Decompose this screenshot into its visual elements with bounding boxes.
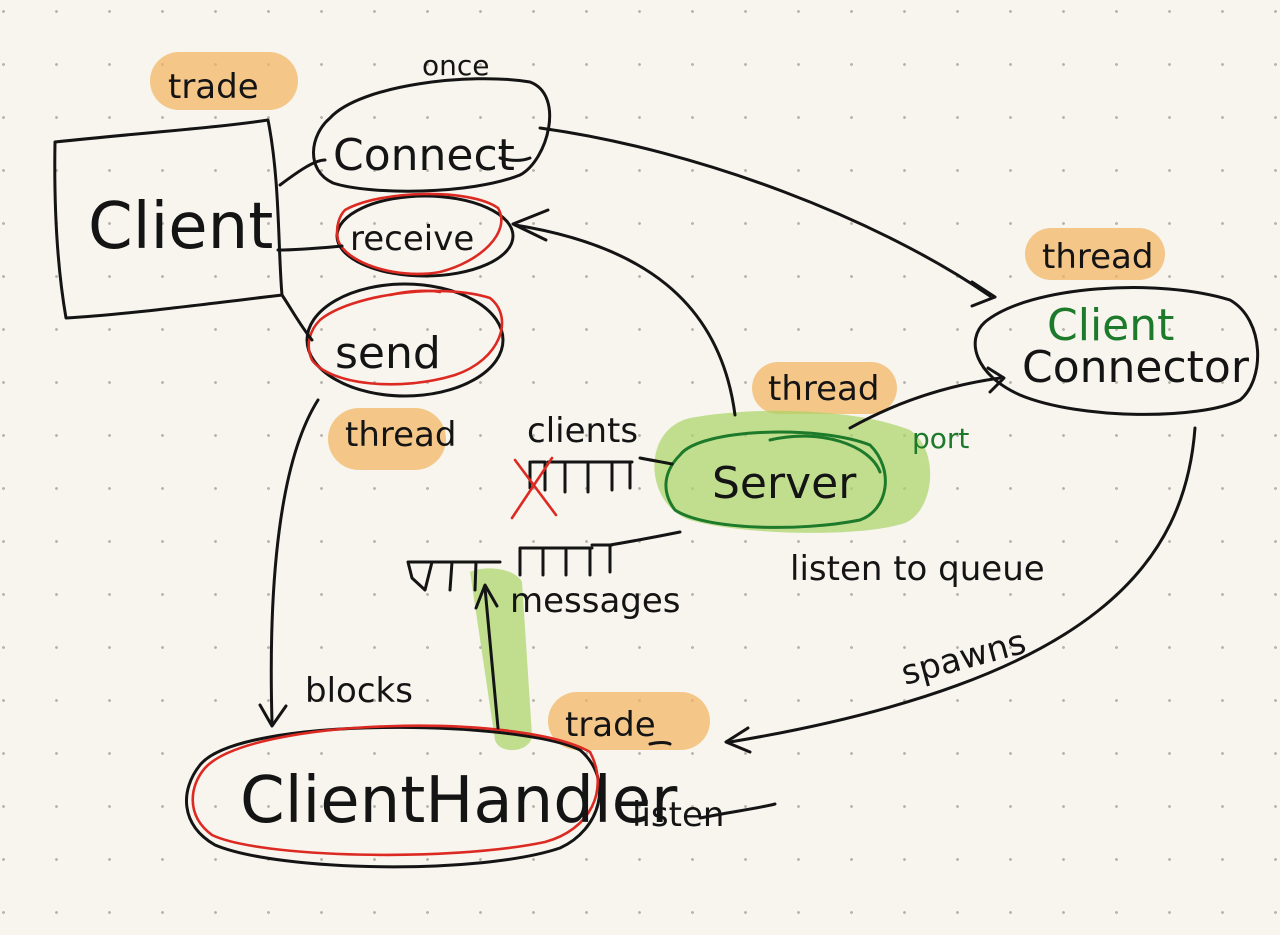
client-connector-ellipse [973, 286, 1260, 416]
client-connector-bottom-label: Connector [1022, 342, 1250, 393]
thread-connector-highlight [1025, 228, 1165, 280]
listen-tail [698, 802, 777, 820]
connect-to-connector-arrow [538, 126, 992, 298]
server-green-circle [664, 430, 887, 529]
trade-client-highlight [150, 52, 298, 110]
thread-send-highlight [328, 408, 446, 470]
connect-ellipse [312, 77, 552, 193]
trade-handler-highlight [548, 692, 710, 750]
thread-send-label: thread [345, 415, 456, 455]
handler-to-messages-arrowhead [474, 583, 499, 610]
send-label: send [335, 328, 441, 379]
send-to-handler-arrowhead [258, 703, 288, 728]
node-shapes [53, 77, 1260, 869]
messages-to-server-line [608, 530, 682, 547]
client-handler-label: ClientHandler [240, 764, 678, 838]
server-label: Server [712, 458, 857, 509]
messages-queue [406, 543, 614, 592]
connector-to-handler-arrow [728, 426, 1197, 744]
receive-red-circle [335, 192, 503, 276]
node-labels: Client Connect receive send Server Clien… [88, 130, 1250, 838]
receive-label: receive [350, 219, 474, 259]
server-to-connector-arrowhead [986, 366, 1006, 394]
clients-queue [528, 460, 634, 494]
trade-client-label: trade [168, 67, 259, 107]
server-green-inner-stroke [768, 434, 882, 474]
once-label: once [422, 49, 490, 82]
server-to-connector-line [848, 376, 1002, 430]
server-to-receive-arrow [513, 223, 737, 417]
client-receive-line [276, 244, 344, 252]
connect-label: Connect [333, 130, 515, 181]
messages-green-highlight [470, 568, 532, 751]
connector-to-handler-arrowhead [724, 726, 752, 754]
thread-connector-label: thread [1042, 237, 1153, 277]
connect-underline [498, 156, 532, 162]
listen-label: listen [632, 795, 724, 835]
clients-queue-red-x [510, 456, 558, 520]
thread-server-highlight [752, 362, 897, 414]
trade-dash [648, 741, 672, 746]
send-to-handler-arrow [269, 398, 320, 724]
client-label: Client [88, 190, 273, 264]
server-to-receive-arrowhead [511, 208, 550, 242]
annotation-labels: trade once thread thread thread trade cl… [168, 49, 1153, 835]
client-handler-red-circle [191, 724, 600, 857]
listen-to-queue-label: listen to queue [790, 549, 1045, 589]
port-label: port [912, 422, 969, 455]
connect-to-connector-arrowhead [970, 280, 997, 308]
send-ellipse [305, 282, 505, 398]
blocks-label: blocks [305, 671, 413, 711]
trade-handler-label: trade [565, 705, 656, 745]
client-connect-line [278, 158, 327, 187]
thread-server-label: thread [768, 369, 879, 409]
handler-to-messages-arrow [483, 586, 500, 730]
client-send-line [280, 293, 314, 342]
connectors [258, 126, 1197, 820]
queues [406, 456, 634, 592]
clients-to-server-line [638, 456, 674, 466]
clients-label: clients [527, 411, 638, 451]
messages-label: messages [510, 581, 681, 621]
client-connector-top-label: Client [1047, 300, 1174, 351]
send-red-stroke [388, 289, 442, 297]
